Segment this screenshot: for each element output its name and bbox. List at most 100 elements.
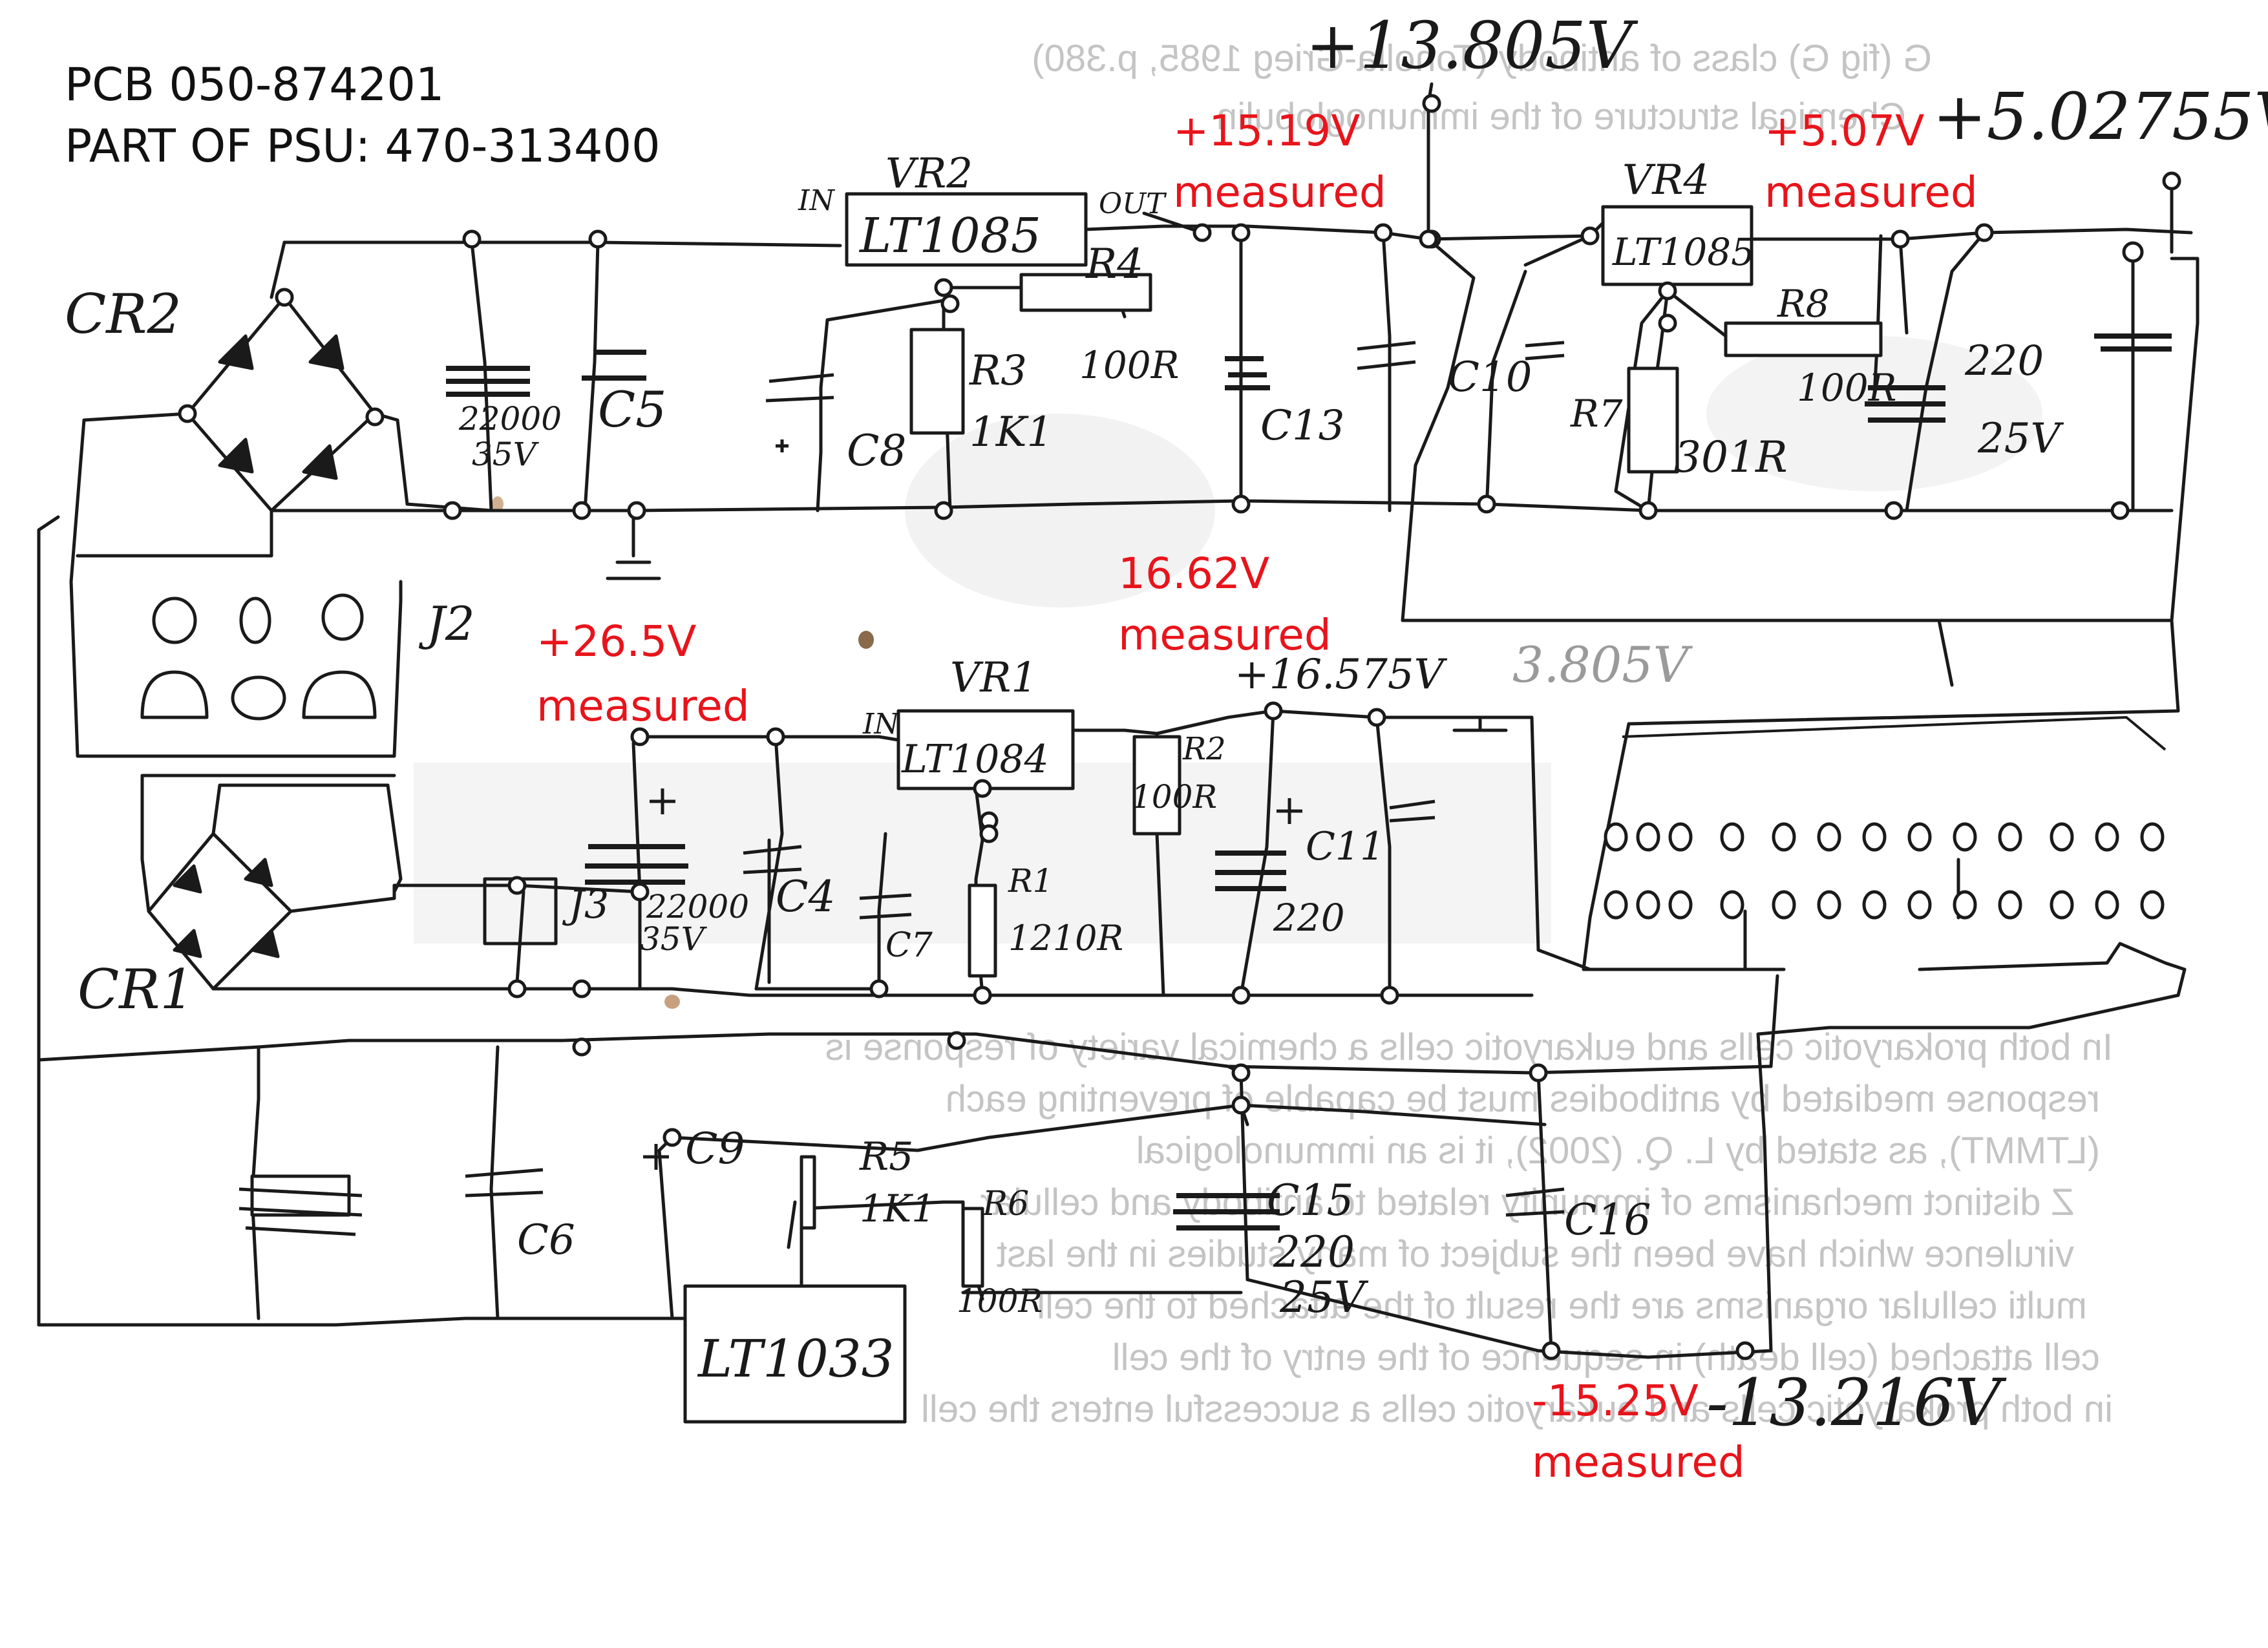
c-bulk-top-voltage: 35V — [472, 436, 540, 473]
measurement-word: measured — [536, 681, 750, 731]
j3-label: J3 — [562, 882, 609, 927]
electrolytic-caps — [446, 333, 2172, 1231]
vr2-regulator-box — [845, 192, 1088, 267]
r1-value: 1210R — [1008, 918, 1123, 958]
measurement-vr1-output: 16.62V measured — [1118, 549, 1331, 660]
c15-label: C15 — [1267, 1176, 1353, 1225]
lt1085-b-label: LT1085 — [1612, 230, 1755, 274]
measurement-word: measured — [1118, 610, 1331, 660]
r4-label: R4 — [1085, 240, 1143, 288]
r5-label: R5 — [859, 1134, 913, 1179]
r6-label: R6 — [982, 1185, 1029, 1223]
c-bulk-bottom-left — [238, 1174, 363, 1236]
r3-label: R3 — [969, 347, 1027, 395]
r5-resistor — [800, 1155, 816, 1230]
polarity-marks — [643, 439, 1302, 1170]
c6-label: C6 — [517, 1216, 575, 1264]
vr1-regulator-box — [896, 709, 1075, 790]
measurement-bulk-input: +26.5V measured — [536, 617, 750, 731]
c-bulk-top-value: 22000 — [458, 400, 562, 438]
lt1084-label: LT1084 — [901, 737, 1049, 782]
measurement-negative-rail: -15.25V measured — [1532, 1376, 1745, 1487]
r6-resistor — [961, 1207, 984, 1288]
r1-label: R1 — [1008, 862, 1053, 900]
r4-value: 100R — [1079, 343, 1179, 387]
supply-top-right-label: +5.02755V — [1933, 79, 2268, 154]
c8-label: C8 — [847, 426, 907, 476]
r8-resistor — [1724, 321, 1883, 357]
r3-value: 1K1 — [970, 408, 1053, 456]
r2-label: R2 — [1182, 731, 1226, 767]
svg-text:response mediated by antibodie: response mediated by antibodies must be … — [946, 1078, 2100, 1120]
c13-label: C13 — [1260, 402, 1344, 450]
paper-texture — [414, 336, 2042, 1009]
in-label-vr1: IN — [862, 708, 900, 741]
header: PCB 050-874201 PART OF PSU: 470-313400 — [65, 58, 661, 173]
supply-mid2-label: 3.805V — [1512, 636, 1693, 693]
vr4-label: VR4 — [1622, 156, 1710, 204]
part-label: PART OF PSU: 470-313400 — [65, 120, 661, 173]
bridge-diodes — [173, 334, 344, 958]
c-output-top-voltage: 25V — [1977, 415, 2064, 463]
svg-text:In both prokaryotic cells and: In both prokaryotic cells and eukaryotic… — [825, 1026, 2113, 1068]
svg-text:Chemical structure of the immu: Chemical structure of the immunoglobulin — [1216, 96, 1906, 138]
c15-voltage: 25V — [1279, 1273, 1369, 1322]
lt1033-label: LT1033 — [697, 1329, 895, 1389]
r4-resistor — [1019, 273, 1152, 312]
measurement-value: -15.25V — [1532, 1376, 1699, 1426]
r5-value: 1K1 — [860, 1187, 935, 1231]
r2-resistor — [1132, 735, 1182, 836]
measurement-value: 16.62V — [1118, 549, 1269, 598]
handwritten-labels: +13.805V +5.02755V +16.575V 3.805V -13.2… — [65, 8, 2268, 1441]
in-label-vr2: IN — [798, 184, 835, 217]
connector-pins — [1604, 822, 2165, 920]
c16-label: C16 — [1564, 1195, 1651, 1245]
svg-text:(LTMMT), as stated by L. Q. (2: (LTMMT), as stated by L. Q. (2002), it i… — [1136, 1130, 2100, 1172]
vr1-label: VR1 — [950, 654, 1037, 702]
vr2-label: VR2 — [885, 150, 973, 198]
r2-value: 100R — [1131, 778, 1217, 816]
cr2-label: CR2 — [65, 282, 182, 346]
cr1-label: CR1 — [78, 958, 195, 1021]
vr4-regulator-box — [1601, 205, 1754, 286]
svg-text:Z distinct mechanisms of immun: Z distinct mechanisms of immunity relate… — [980, 1181, 2074, 1223]
r3-resistor — [909, 328, 965, 435]
c4-label: C4 — [776, 872, 836, 922]
r7-label: R7 — [1570, 392, 1623, 436]
out-label-vr2: OUT — [1099, 187, 1167, 220]
r6-value: 100R — [957, 1282, 1043, 1320]
measurement-value: +26.5V — [536, 617, 696, 666]
svg-text:cell attached (cell death) in: cell attached (cell death) in sequence o… — [1112, 1336, 2100, 1379]
ribbon-connector — [1622, 716, 2167, 751]
measurement-annotations: +15.19V measured +5.07V measured +26.5V … — [536, 106, 1978, 1487]
junction-nodes — [178, 94, 2181, 1360]
c11-label: C11 — [1306, 824, 1384, 869]
ceramic-caps — [465, 341, 1565, 1217]
measurement-word: measured — [1765, 167, 1978, 217]
pcb-label: PCB 050-874201 — [65, 58, 444, 111]
supply-top-label: +13.805V — [1306, 8, 1638, 83]
lt1085-a-label: LT1085 — [858, 208, 1041, 264]
c9-label: C9 — [685, 1124, 745, 1174]
lt1033-regulator-box — [683, 1284, 907, 1424]
r8-value: 100R — [1797, 366, 1896, 410]
c15-value: 220 — [1273, 1227, 1355, 1277]
r7-resistor — [1627, 366, 1679, 474]
c-bulk-mid-voltage: 35V — [640, 920, 708, 958]
j2-connector — [140, 593, 377, 721]
measurement-value: +5.07V — [1765, 106, 1924, 156]
measurement-word: measured — [1173, 167, 1386, 217]
measurement-vr4-output: +5.07V measured — [1765, 106, 1978, 217]
svg-text:in both prokaryotic cells and: in both prokaryotic cells and eukaryotic… — [921, 1388, 2113, 1430]
c-output-top-value: 220 — [1964, 337, 2044, 385]
c7-label: C7 — [885, 926, 933, 965]
svg-text:virulence which have been the: virulence which have been the subject of… — [997, 1233, 2074, 1275]
supply-mid-label: +16.575V — [1235, 651, 1448, 699]
components — [140, 192, 2172, 1424]
r8-label: R8 — [1777, 282, 1830, 326]
measurement-vr2-output: +15.19V measured — [1173, 106, 1386, 217]
supply-bottom-label: -13.216V — [1706, 1365, 2007, 1441]
r1-resistor — [968, 883, 997, 978]
c10-label: C10 — [1448, 354, 1532, 401]
